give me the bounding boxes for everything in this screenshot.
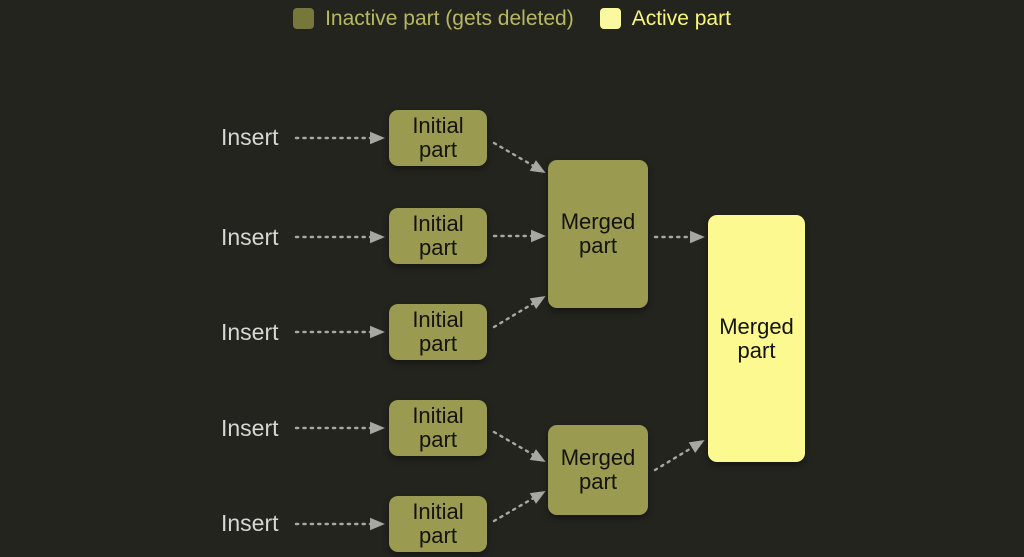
arrow-merged-part-bottom-to-merged-part-active <box>653 439 705 472</box>
insert-label-4: Insert <box>221 415 279 441</box>
insert-label-2: Insert <box>221 224 279 250</box>
insert-label-3: Insert <box>221 319 279 345</box>
legend-item-active: Active part <box>599 7 731 30</box>
arrow-initial-part-1-to-merged-part-top <box>492 141 546 174</box>
arrow-initial-part-5-to-merged-part-bottom <box>492 490 546 523</box>
insert-label-5: Insert <box>221 510 279 536</box>
insert-label-1: Insert <box>221 124 279 150</box>
arrow-initial-part-3-to-merged-part-top <box>492 295 546 329</box>
legend-swatch-inactive-icon <box>293 8 315 29</box>
legend-item-inactive: Inactive part (gets deleted) <box>293 8 574 29</box>
legend-swatch-active-icon <box>599 8 621 29</box>
legend-label-active: Active part <box>631 7 731 30</box>
arrow-initial-part-4-to-merged-part-bottom <box>492 430 546 463</box>
legend: Inactive part (gets deleted) Active part <box>0 8 1024 29</box>
legend-label-inactive: Inactive part (gets deleted) <box>325 7 574 30</box>
